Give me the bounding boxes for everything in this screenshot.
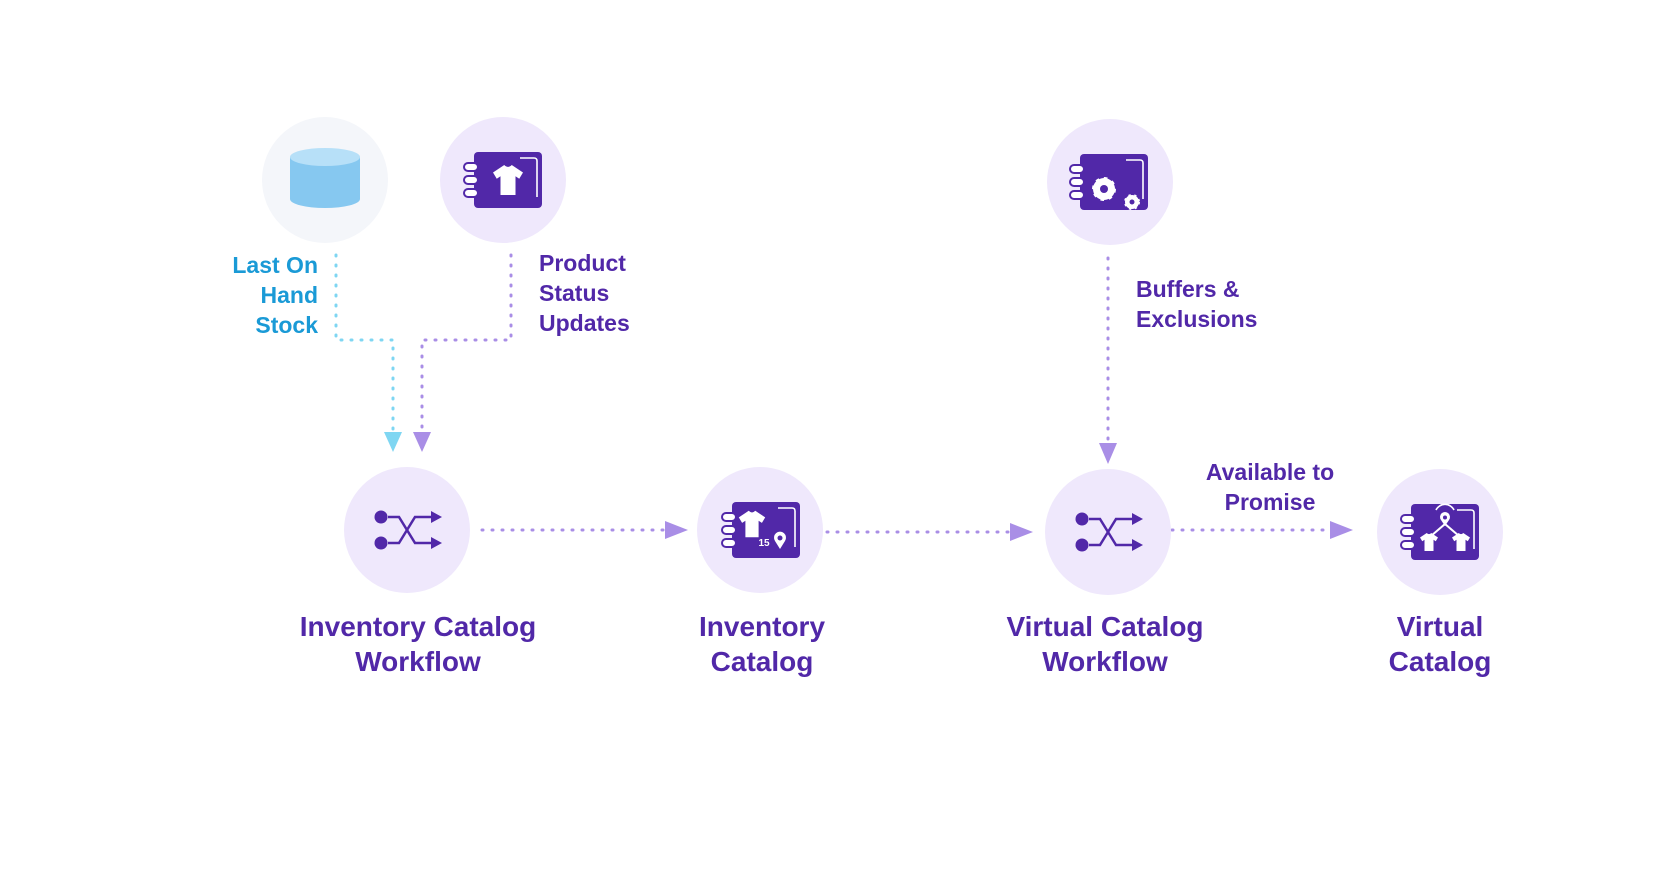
title-virtual-catalog: Virtual Catalog [1388,611,1492,677]
gear-icon [1092,177,1116,201]
arrowhead-icon [1099,443,1117,464]
arrowhead-icon [665,521,688,539]
database-icon [290,148,360,208]
label-product-status-updates: Product Status Updates [539,250,630,336]
catalog-tshirt-icon [463,151,543,209]
node-virtual-catalog [1377,469,1503,595]
location-pin-icon [774,531,786,549]
title-inventory-catalog-workflow: Inventory Catalog Workflow [299,611,537,677]
catalog-gears-icon [1069,153,1149,211]
node-inventory-catalog: 15 [697,467,823,593]
arrowhead-icon [384,432,402,452]
arrowhead-icon [413,432,431,452]
node-virtual-catalog-workflow [1045,469,1171,595]
node-buffers-exclusions [1047,119,1173,245]
arrowhead-icon [1330,521,1353,539]
connector-ic-to-vcw [825,523,1033,541]
label-last-on-hand-stock: Last On Hand Stock [232,252,318,338]
connector-product-status [413,253,513,452]
catalog-badge: 15 [758,538,770,549]
title-virtual-catalog-workflow: Virtual Catalog Workflow [1006,611,1204,677]
arrowhead-icon [1010,523,1033,541]
node-product-status [440,117,566,243]
node-last-on-hand-stock [262,117,388,243]
gear-icon [1124,194,1140,210]
title-inventory-catalog: Inventory Catalog [698,611,826,677]
connector-icw-to-ic [480,521,688,539]
connector-vcw-to-vc [1170,521,1353,539]
label-available-to-promise: Available to Promise [1205,459,1335,515]
location-pin-icon [1440,512,1450,526]
node-inventory-catalog-workflow [344,467,470,593]
catalog-network-icon [1400,503,1480,561]
connector-buffers [1099,256,1117,464]
connector-last-on-hand [334,253,402,452]
label-buffers-exclusions: Buffers & Exclusions [1136,276,1258,332]
catalog-tshirt-location-icon: 15 [721,501,801,559]
